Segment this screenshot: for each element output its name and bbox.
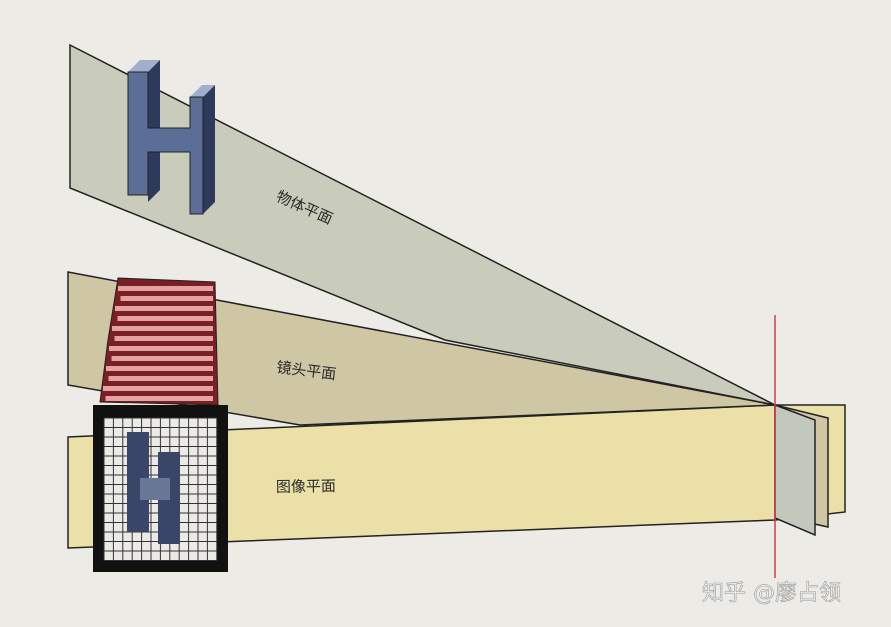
lens-bellows-icon <box>99 277 219 406</box>
bellows-fold <box>105 396 213 401</box>
bellows-fold <box>118 286 213 291</box>
image-plane-label: 图像平面 <box>276 477 336 496</box>
bellows-fold <box>106 366 213 371</box>
bellows-fold <box>114 336 213 341</box>
bellows-fold <box>120 296 213 301</box>
object-plane-flap <box>774 403 816 537</box>
h-object-icon <box>127 60 215 215</box>
bellows-fold <box>103 386 213 391</box>
bellows-fold <box>117 316 213 321</box>
lens-plane <box>67 271 776 426</box>
watermark: 知乎 @廖占领 <box>702 581 841 606</box>
image-sensor-icon <box>93 405 228 572</box>
bellows-fold <box>109 346 213 351</box>
bellows-fold <box>115 306 213 311</box>
bellows-fold <box>111 356 213 361</box>
object-plane <box>69 43 776 406</box>
bellows-fold <box>108 376 213 381</box>
bellows-fold <box>112 326 213 331</box>
